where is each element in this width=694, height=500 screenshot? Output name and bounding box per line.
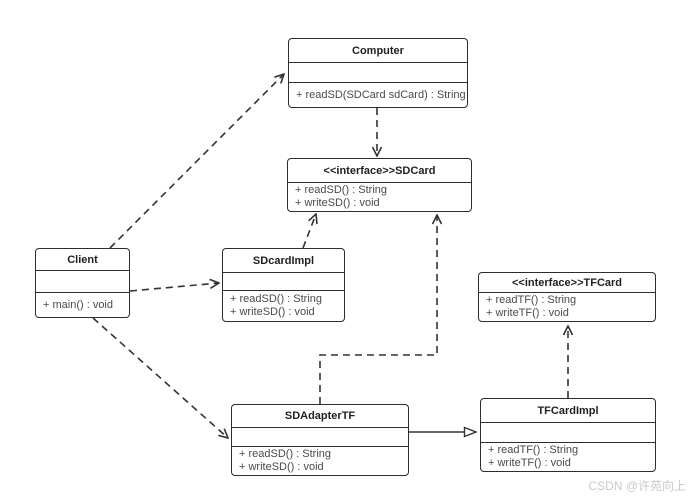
class-tfcardimpl-title: TFCardImpl — [481, 399, 655, 423]
interface-tfcard-methods: + readTF() : String + writeTF() : void — [479, 293, 655, 321]
class-client-methods: + main() : void — [36, 293, 129, 317]
method-label: + readTF() : String — [486, 294, 577, 306]
class-sdcardimpl-title: SDcardImpl — [223, 249, 344, 273]
class-sdcardimpl: SDcardImpl + readSD() : String + writeSD… — [222, 248, 345, 322]
class-tfcardimpl-methods: + readTF() : String + writeTF() : void — [481, 443, 655, 471]
method-label: + readSD() : String — [295, 184, 388, 196]
class-sdadaptertf: SDAdapterTF + readSD() : String + writeS… — [231, 404, 409, 476]
method-label: + writeSD() : void — [230, 306, 315, 318]
class-tfcardimpl: TFCardImpl + readTF() : String + writeTF… — [480, 398, 656, 472]
method-label: + writeSD() : void — [295, 197, 380, 209]
class-sdcardimpl-methods: + readSD() : String + writeSD() : void — [223, 291, 344, 321]
interface-sdcard-title: <<interface>>SDCard — [288, 159, 471, 183]
realization-arrow-sdadaptertf-to-sdcard — [319, 215, 437, 404]
class-sdadaptertf-attributes — [232, 428, 408, 447]
class-sdadaptertf-title: SDAdapterTF — [232, 405, 408, 428]
class-client-attributes — [36, 271, 129, 293]
interface-tfcard: <<interface>>TFCard + readTF() : String … — [478, 272, 656, 322]
class-sdcardimpl-attributes — [223, 273, 344, 291]
method-label: + writeTF() : void — [486, 307, 569, 319]
method-label: + readTF() : String — [488, 444, 579, 456]
realization-arrow-sdcardimpl-to-sdcard — [302, 214, 316, 249]
class-sdadaptertf-methods: + readSD() : String + writeSD() : void — [232, 447, 408, 475]
method-label: + writeSD() : void — [239, 461, 324, 473]
interface-tfcard-title: <<interface>>TFCard — [479, 273, 655, 293]
method-label: + readSD() : String — [230, 293, 323, 305]
method-label: + readSD() : String — [239, 448, 332, 460]
method-label: + main() : void — [43, 298, 113, 311]
class-computer-methods: + readSD(SDCard sdCard) : String — [289, 83, 467, 107]
class-client-title: Client — [36, 249, 129, 271]
class-tfcardimpl-attributes — [481, 423, 655, 443]
interface-sdcard: <<interface>>SDCard + readSD() : String … — [287, 158, 472, 212]
csdn-watermark: CSDN @许苑向上 — [588, 479, 686, 493]
method-label: + readSD(SDCard sdCard) : String — [296, 88, 466, 101]
interface-sdcard-methods: + readSD() : String + writeSD() : void — [288, 183, 471, 211]
class-client: Client + main() : void — [35, 248, 130, 318]
dependency-arrow-client-to-sdcardimpl — [129, 283, 219, 292]
class-computer-attributes — [289, 63, 467, 83]
class-computer: Computer + readSD(SDCard sdCard) : Strin… — [288, 38, 468, 108]
dependency-arrow-client-to-computer — [109, 74, 284, 249]
dependency-arrow-client-to-sdadaptertf — [92, 317, 228, 438]
method-label: + writeTF() : void — [488, 457, 571, 469]
class-computer-title: Computer — [289, 39, 467, 63]
